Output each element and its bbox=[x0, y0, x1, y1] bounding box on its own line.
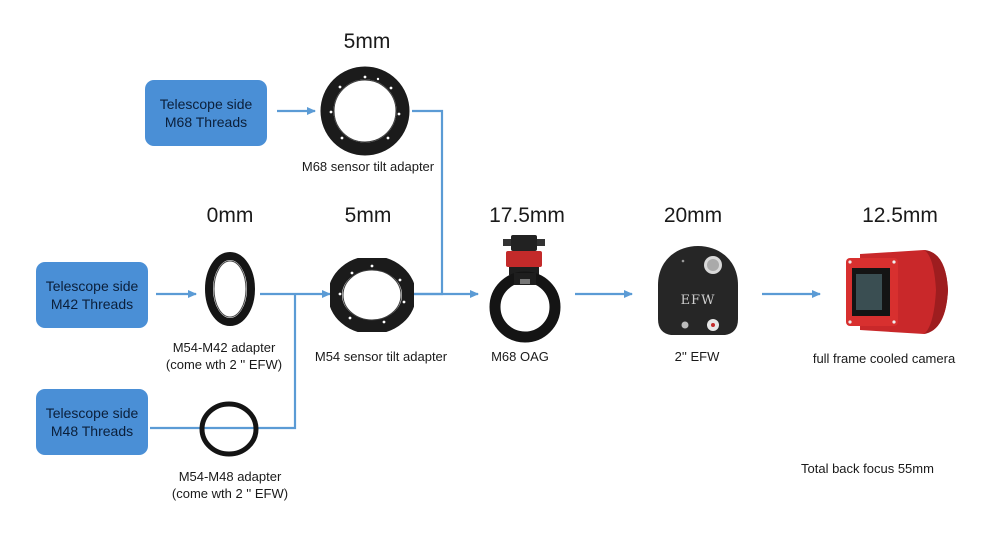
distance-m54-m42: 0mm bbox=[206, 204, 254, 227]
m68-oag-image bbox=[489, 235, 561, 343]
m68-tilt-adapter-image bbox=[320, 66, 410, 156]
caption-camera: full frame cooled camera bbox=[812, 351, 956, 366]
cooled-camera-image bbox=[846, 250, 948, 334]
distance-efw: 20mm bbox=[663, 204, 723, 227]
source-box-line1: Telescope side bbox=[45, 405, 139, 421]
caption-m68-tilt: M68 sensor tilt adapter bbox=[301, 159, 435, 174]
source-box-m42: Telescope side M42 Threads bbox=[36, 262, 148, 328]
caption-line1: M54-M42 adapter bbox=[172, 340, 276, 355]
caption-m54-tilt: M54 sensor tilt adapter bbox=[314, 349, 448, 364]
distance-camera: 12.5mm bbox=[862, 204, 938, 227]
source-box-line1: Telescope side bbox=[45, 278, 139, 294]
m54-m48-adapter-image bbox=[199, 401, 259, 457]
m54-tilt-adapter-image bbox=[330, 258, 414, 332]
source-box-line2: M42 Threads bbox=[50, 296, 134, 312]
caption-oag: M68 OAG bbox=[491, 349, 549, 364]
source-box-line2: M68 Threads bbox=[164, 114, 248, 130]
source-box-m48: Telescope side M48 Threads bbox=[36, 389, 148, 455]
caption-line1: M54-M48 adapter bbox=[178, 469, 282, 484]
total-back-focus-note: Total back focus 55mm bbox=[801, 461, 934, 476]
m54-m42-adapter-image bbox=[205, 252, 255, 326]
source-box-line1: Telescope side bbox=[159, 96, 253, 112]
caption-line2: (come wth 2 '' EFW) bbox=[171, 486, 289, 501]
efw-image: EFW bbox=[655, 243, 741, 337]
caption-efw: 2'' EFW bbox=[674, 349, 720, 364]
distance-m68-tilt: 5mm bbox=[343, 30, 391, 53]
line-m68-to-oag bbox=[410, 109, 444, 296]
distance-m54-tilt: 5mm bbox=[344, 204, 392, 227]
efw-label: EFW bbox=[680, 293, 716, 308]
source-box-line2: M48 Threads bbox=[50, 423, 134, 439]
source-box-m68: Telescope side M68 Threads bbox=[145, 80, 267, 146]
line-m48-source bbox=[150, 294, 297, 430]
caption-line2: (come wth 2 '' EFW) bbox=[165, 357, 283, 372]
distance-oag: 17.5mm bbox=[489, 204, 565, 227]
caption-m54-m48: M54-M48 adapter (come wth 2 '' EFW) bbox=[156, 468, 304, 502]
caption-m54-m42: M54-M42 adapter (come wth 2 '' EFW) bbox=[150, 339, 298, 373]
